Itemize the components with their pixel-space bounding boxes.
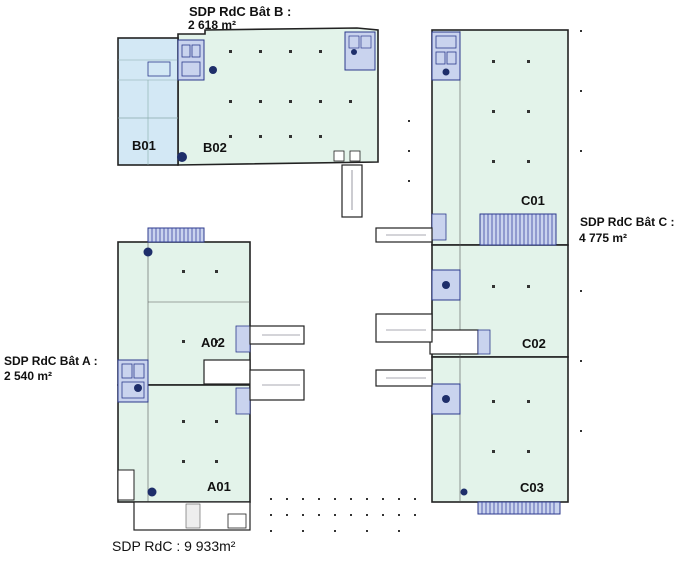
unit-c03-floor bbox=[431, 356, 569, 503]
unit-a02-label: A02 bbox=[201, 335, 225, 350]
unit-a01-floor bbox=[117, 384, 251, 503]
unit-a01-label: A01 bbox=[207, 479, 231, 494]
building-b-caption: SDP RdC Bât B : bbox=[189, 4, 292, 19]
unit-b01-label: B01 bbox=[132, 138, 156, 153]
stair-c-bottom bbox=[477, 501, 561, 515]
building-b bbox=[117, 27, 379, 218]
total-area-caption: SDP RdC : 9 933m² bbox=[112, 538, 236, 554]
building-a-caption: SDP RdC Bât A : bbox=[4, 354, 98, 368]
building-a bbox=[117, 227, 305, 531]
building-c-caption: SDP RdC Bât C : bbox=[580, 215, 675, 229]
stair-a-core bbox=[117, 359, 149, 403]
unit-c03-label: C03 bbox=[520, 480, 544, 495]
structural-columns bbox=[182, 30, 582, 532]
building-b-area: 2 618 m² bbox=[188, 18, 237, 32]
building-a-area: 2 540 m² bbox=[4, 369, 53, 383]
unit-c02-label: C02 bbox=[522, 336, 546, 351]
building-c-area: 4 775 m² bbox=[579, 231, 628, 245]
stair-c01 bbox=[479, 213, 557, 246]
unit-b02-floor bbox=[177, 27, 379, 166]
unit-c01-label: C01 bbox=[521, 193, 545, 208]
unit-b02-label: B02 bbox=[203, 140, 227, 155]
building-c bbox=[375, 29, 569, 515]
